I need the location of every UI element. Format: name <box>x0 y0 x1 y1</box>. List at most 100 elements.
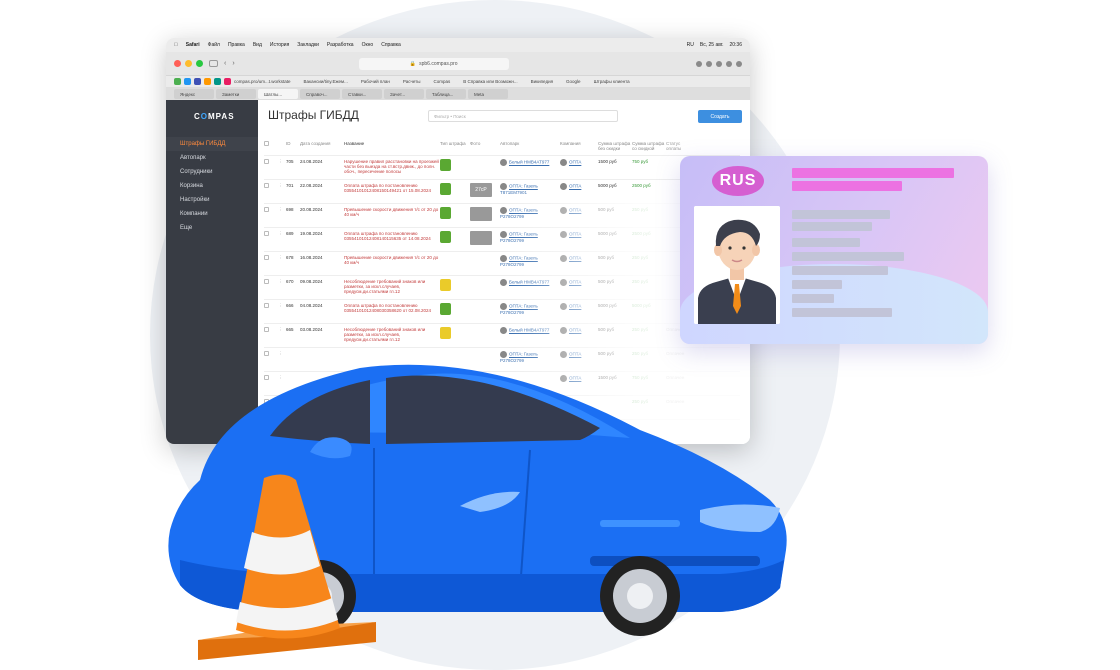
fleet-link-text[interactable]: Белый НМВ4АТ977 <box>509 279 550 285</box>
column-header[interactable]: Автопарк <box>500 141 520 146</box>
company-link[interactable]: ОПТА <box>560 231 598 238</box>
column-header[interactable]: Сумма штрафа со скидкой <box>632 141 665 151</box>
bookmark-item[interactable]: Штрафы клиента <box>593 79 630 84</box>
row-checkbox[interactable] <box>264 183 278 189</box>
menu-item[interactable]: Разработка <box>323 42 354 48</box>
fleet-link[interactable]: Белый НМВ4АТ977 <box>500 327 560 334</box>
input-source[interactable]: RU <box>686 42 694 48</box>
column-header[interactable]: ID <box>286 141 291 146</box>
company-link[interactable]: ОПТА <box>560 327 598 334</box>
column-header[interactable]: Статус оплаты <box>666 141 682 151</box>
bookmark-icon[interactable] <box>204 78 211 85</box>
extension-icon[interactable] <box>696 60 702 67</box>
fine-name[interactable]: Превышение скорости движения т/с от 20 д… <box>344 207 439 217</box>
row-checkbox[interactable] <box>264 207 278 213</box>
close-window-button[interactable] <box>174 60 181 67</box>
back-arrow-icon[interactable]: ‹ <box>224 60 227 67</box>
row-menu-icon[interactable]: ⋮ <box>278 255 283 260</box>
browser-tab[interactable]: Справоч... <box>300 89 340 99</box>
sidebar-item-fines[interactable]: Штрафы ГИБДД <box>166 137 258 151</box>
sidebar-toggle-icon[interactable] <box>209 60 218 67</box>
fleet-link[interactable]: Белый НМВ4АТ977 <box>500 159 560 166</box>
extension-icon[interactable] <box>706 60 712 67</box>
company-link-text[interactable]: ОПТА <box>569 351 582 357</box>
sidebar-item-fleet[interactable]: Автопарк <box>180 155 206 161</box>
sidebar-item-settings[interactable]: Настройки <box>180 197 210 203</box>
row-menu-icon[interactable]: ⋮ <box>278 231 283 236</box>
row-menu-icon[interactable]: ⋮ <box>278 207 283 212</box>
column-header[interactable]: Название <box>344 141 365 146</box>
bookmark-item[interactable]: Расчеты <box>402 79 421 84</box>
bookmark-item[interactable]: Вакансии/tiny.Ежем... <box>303 79 348 84</box>
company-link[interactable]: ОПТА <box>560 279 598 286</box>
company-link[interactable]: ОПТА <box>560 303 598 310</box>
new-tab-icon[interactable] <box>726 60 732 67</box>
bookmark-item[interactable]: compas.pro/um...t.workstate <box>234 79 291 84</box>
menu-item[interactable]: Справка <box>377 42 401 48</box>
tab-overview-icon[interactable] <box>736 60 742 67</box>
row-menu-icon[interactable]: ⋮ <box>278 351 283 356</box>
bookmark-icon[interactable] <box>184 78 191 85</box>
zoom-window-button[interactable] <box>196 60 203 67</box>
company-link[interactable]: ОПТА <box>560 183 598 190</box>
photo-thumbnail[interactable]: 27сР <box>470 183 492 197</box>
column-header[interactable]: Сумма штрафа без скидки <box>598 141 631 151</box>
row-checkbox[interactable] <box>264 303 278 309</box>
select-all-checkbox[interactable] <box>264 141 278 147</box>
sidebar-item-more[interactable]: Еще <box>180 225 193 231</box>
bookmark-icon[interactable] <box>174 78 181 85</box>
browser-tab[interactable]: Таблица... <box>426 89 466 99</box>
company-link[interactable]: ОПТА <box>560 255 598 262</box>
fine-name[interactable]: Оплата штрафа по постановлению 035541010… <box>344 183 432 193</box>
company-link-text[interactable]: ОПТА <box>569 207 582 213</box>
fleet-link[interactable]: Белый НМВ4АТ977 <box>500 279 560 286</box>
apple-icon[interactable]:  <box>174 42 178 48</box>
sidebar-item-companies[interactable]: Компании <box>180 211 208 217</box>
menu-item[interactable]: Правка <box>224 42 245 48</box>
company-link-text[interactable]: ОПТА <box>569 279 582 285</box>
browser-tab[interactable]: Meta <box>468 89 508 99</box>
company-link-text[interactable]: ОПТА <box>569 183 582 189</box>
menu-item[interactable]: Вид <box>249 42 262 48</box>
row-checkbox[interactable] <box>264 159 278 165</box>
share-icon[interactable] <box>716 60 722 67</box>
fleet-link[interactable]: ОПТА: Газель Р278О2799 <box>500 303 560 315</box>
menu-item[interactable]: Окно <box>357 42 374 48</box>
fine-name[interactable]: Оплата штрафа по постановлению 035541010… <box>344 231 431 241</box>
company-link-text[interactable]: ОПТА <box>569 231 582 237</box>
company-link-text[interactable]: ОПТА <box>569 327 582 333</box>
row-checkbox[interactable] <box>264 327 278 333</box>
fine-photo[interactable] <box>470 231 500 246</box>
column-header[interactable]: Компания <box>560 141 581 146</box>
bookmark-item[interactable]: Google <box>566 79 581 84</box>
photo-thumbnail[interactable] <box>470 231 492 245</box>
browser-tab[interactable]: Заметки <box>216 89 256 99</box>
fine-name[interactable]: Несоблюдение требований знаков или разме… <box>344 279 426 294</box>
column-header[interactable]: Фото <box>470 141 481 146</box>
row-menu-icon[interactable]: ⋮ <box>278 375 283 380</box>
menu-item[interactable]: История <box>266 42 289 48</box>
bookmark-item[interactable]: Википедия <box>530 79 554 84</box>
search-input[interactable]: Фильтр • Поиск <box>428 110 618 122</box>
company-link[interactable]: ОПТА <box>560 207 598 214</box>
address-bar[interactable]: 🔒 spb6.compas.pro <box>358 57 509 70</box>
row-checkbox[interactable] <box>264 375 278 381</box>
photo-thumbnail[interactable] <box>470 207 492 221</box>
browser-tab[interactable]: Яндекс <box>174 89 214 99</box>
company-link-text[interactable]: ОПТА <box>569 303 582 309</box>
browser-tab[interactable]: Зачет... <box>384 89 424 99</box>
menu-item[interactable]: Safari <box>182 42 200 48</box>
row-checkbox[interactable] <box>264 279 278 285</box>
fleet-link-text[interactable]: Белый НМВ4АТ977 <box>509 159 550 165</box>
sidebar-item-employees[interactable]: Сотрудники <box>180 169 213 175</box>
company-link-text[interactable]: ОПТА <box>569 159 582 165</box>
bookmark-item[interactable]: В Справка или Возможн... <box>463 79 518 84</box>
minimize-window-button[interactable] <box>185 60 192 67</box>
menu-item[interactable]: Файл <box>203 42 220 48</box>
